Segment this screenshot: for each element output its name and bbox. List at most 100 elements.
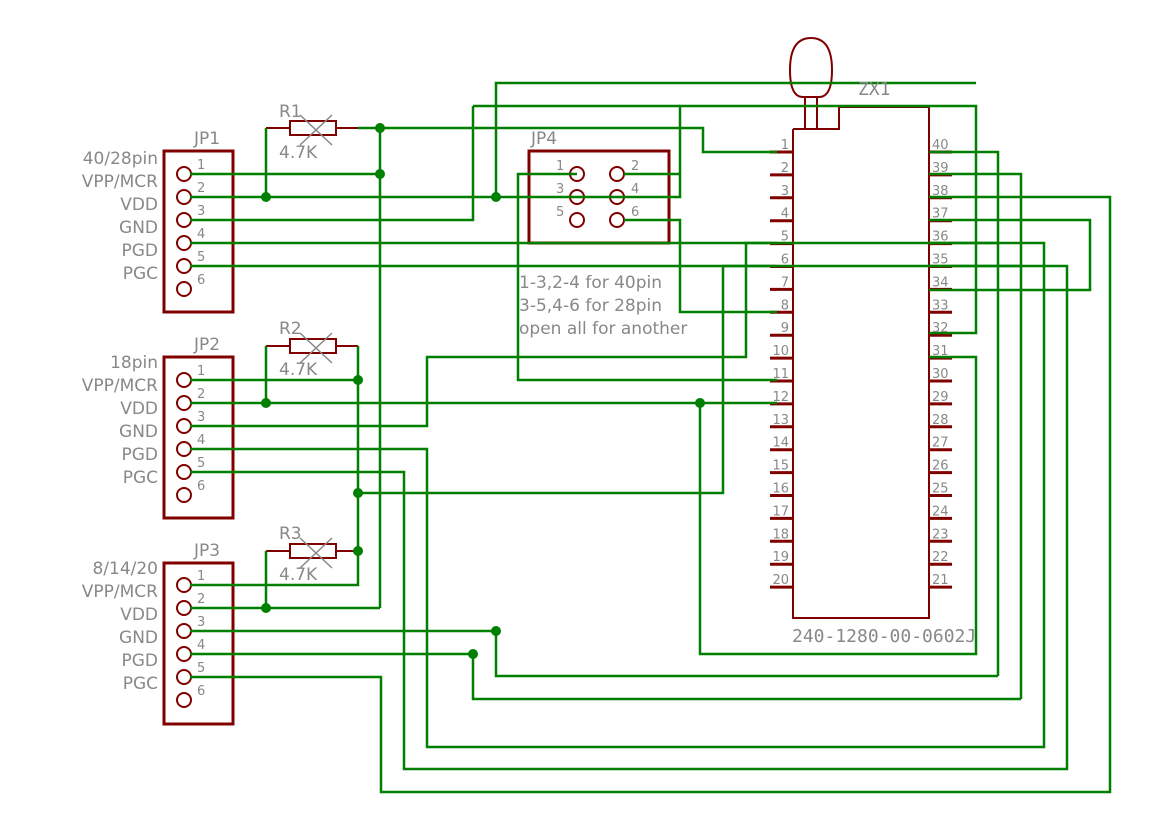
jp1-body: [162, 149, 235, 314]
zx1-pin-label: 24: [932, 504, 949, 519]
zx1-pin-label: 40: [932, 138, 949, 153]
zx1-pin-label: 8: [781, 298, 789, 313]
zx1-pin-label: 2: [781, 161, 789, 176]
jp1-pin-2: 2: [197, 181, 205, 196]
r2-name: R2: [279, 319, 302, 339]
r3-value: 4.7K: [279, 565, 318, 585]
zx1-pin-label: 21: [932, 573, 949, 588]
jp4-pin-4: 4: [631, 182, 639, 197]
zx1-pin-label: 28: [932, 413, 949, 428]
jp2-signal-pgc: PGC: [123, 468, 158, 488]
jp3-signal-pgd: PGD: [121, 651, 158, 671]
jp1-signal-pgd: PGD: [121, 241, 158, 261]
zx1-pin-label: 6: [781, 253, 789, 268]
jp1-group-label: 40/28pin: [83, 149, 158, 169]
zx1-pin-label: 23: [932, 527, 949, 542]
jp1-signal-vpp: VPP/MCR: [82, 172, 158, 192]
jp2-pin-6: 6: [197, 479, 205, 494]
r2-value: 4.7K: [279, 360, 318, 380]
zx1-pin-label: 1: [781, 138, 789, 153]
zx1-pin-label: 16: [772, 482, 789, 497]
zx1-pin-label: 10: [772, 344, 789, 359]
jp1-pin-5: 5: [197, 250, 205, 265]
jp3-signal-pgc: PGC: [123, 674, 158, 694]
jp1-signal-gnd: GND: [119, 218, 158, 238]
r2-symbol: [266, 332, 358, 364]
zx1-pin-label: 38: [932, 184, 949, 199]
jp4-note-28pin: 3-5,4-6 for 28pin: [519, 296, 662, 316]
r1-name: R1: [279, 102, 302, 122]
zx1-pin-label: 4: [781, 207, 789, 222]
jp2-body: [162, 355, 235, 520]
jp3-signal-vdd: VDD: [120, 605, 158, 625]
connector-pins: [176, 166, 625, 708]
zx1-pin-label: 26: [932, 459, 949, 474]
part-outlines: [162, 149, 671, 726]
jp4-pin-1: 1: [556, 159, 564, 174]
jp2-pin-5: 5: [197, 456, 205, 471]
zx1-pin-label: 15: [772, 459, 789, 474]
jp3-pin-1: 1: [197, 569, 205, 584]
jp1-signal-vdd: VDD: [120, 195, 158, 215]
zx1-name: ZX1: [858, 79, 891, 100]
jp4-pin-5: 5: [556, 205, 564, 220]
zx1-pin-label: 19: [772, 550, 789, 565]
jp3-body: [162, 561, 235, 726]
zx1-pin-label: 13: [772, 413, 789, 428]
jp2-pin-2: 2: [197, 387, 205, 402]
zx1-pin-stubs: [770, 150, 952, 589]
jp3-signal-vpp: VPP/MCR: [82, 582, 158, 602]
zx1-pin-label: 27: [932, 436, 949, 451]
zx1-part-number: 240-1280-00-0602J: [792, 626, 976, 647]
jp2-name: JP2: [193, 335, 220, 355]
zx1-pin-label: 17: [772, 504, 789, 519]
zx1-pin-label: 37: [932, 207, 949, 222]
jp3-group-label: 8/14/20: [92, 559, 158, 579]
wires: [190, 81, 1112, 794]
jp1-pin-1: 1: [197, 158, 205, 173]
zx1-pin-label: 11: [772, 367, 789, 382]
jp3-pin-5: 5: [197, 661, 205, 676]
jp2-pin-1: 1: [197, 364, 205, 379]
zx1-pin-label: 35: [932, 253, 949, 268]
jp3-name: JP3: [193, 541, 220, 561]
zx1-pin-label: 36: [932, 230, 949, 245]
zx1-pin-label: 3: [781, 184, 789, 199]
jp4-note-other: open all for another: [519, 319, 687, 339]
jp2-pin-3: 3: [197, 410, 205, 425]
zx1-pin-label: 39: [932, 161, 949, 176]
jp4-pin-6: 6: [631, 205, 639, 220]
jp3-pin-4: 4: [197, 638, 205, 653]
jp3-signal-gnd: GND: [119, 628, 158, 648]
zx1-pin-label: 12: [772, 390, 789, 405]
zx1-pin-label: 14: [772, 436, 789, 451]
jp3-pin-3: 3: [197, 615, 205, 630]
jp1-pin-6: 6: [197, 273, 205, 288]
zx1-pin-label: 9: [781, 321, 789, 336]
jp3-pin-2: 2: [197, 592, 205, 607]
jp2-signal-vpp: VPP/MCR: [82, 376, 158, 396]
jp2-signal-gnd: GND: [119, 422, 158, 442]
zx1-pin-label: 34: [932, 275, 949, 290]
zx1-pin-label: 32: [932, 321, 949, 336]
jp3-pin-6: 6: [197, 684, 205, 699]
zx1-pin-label: 7: [781, 275, 789, 290]
resistor-symbols: [266, 114, 358, 569]
jp1-pin-4: 4: [197, 227, 205, 242]
jp2-pin-4: 4: [197, 433, 205, 448]
zx1-pin-label: 5: [781, 230, 789, 245]
jp2-group-label: 18pin: [110, 353, 158, 373]
jp1-signal-pgc: PGC: [123, 264, 158, 284]
zx1-pin-label: 25: [932, 482, 949, 497]
zx1-socket-body: [788, 36, 930, 619]
jp4-pin-2: 2: [631, 159, 639, 174]
zx1-pin-label: 29: [932, 390, 949, 405]
jp4-name: JP4: [530, 129, 557, 149]
zx1-pin-label: 18: [772, 527, 789, 542]
zx1-pin-label: 31: [932, 344, 949, 359]
zx1-pin-label: 33: [932, 298, 949, 313]
jp4-pin-3: 3: [556, 182, 564, 197]
r1-symbol: [266, 114, 358, 146]
